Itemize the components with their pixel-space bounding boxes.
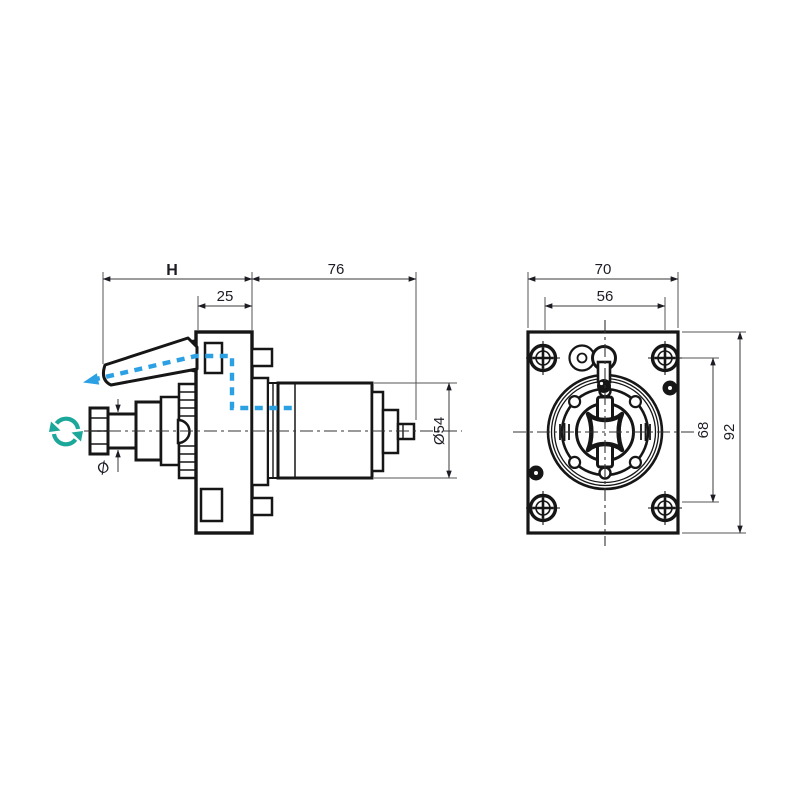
flange-bottom-block <box>199 487 224 523</box>
dim-label-70: 70 <box>595 261 612 278</box>
dim-label-H: H <box>166 262 178 279</box>
dim-label-92: 92 <box>721 424 738 441</box>
flange-stud-top <box>250 347 274 368</box>
dim-label-68: 68 <box>695 422 712 439</box>
clamping-lever <box>102 336 199 387</box>
lever-swing-path <box>83 353 292 411</box>
dim-68: 68 <box>682 357 719 503</box>
dim-92: 92 <box>682 331 746 534</box>
dim-label-bore: Ø <box>94 458 113 479</box>
dim-76: 76 <box>251 261 417 420</box>
dim-label-25: 25 <box>217 288 234 305</box>
dim-70: 70 <box>527 261 679 328</box>
lever-pivot-pin <box>591 345 617 393</box>
front-view: 70 56 68 92 <box>513 261 746 546</box>
dim-54: Ø54 <box>374 382 457 479</box>
relief-notch <box>628 455 643 469</box>
dim-56: 56 <box>544 288 666 330</box>
dim-label-76: 76 <box>328 261 345 278</box>
washer <box>568 344 596 372</box>
dim-label-56: 56 <box>597 288 614 305</box>
locating-pin-bottom-left <box>528 465 544 481</box>
swing-arrowhead <box>83 373 100 385</box>
locating-pin-top-right <box>662 380 678 396</box>
dim-25: 25 <box>197 288 253 330</box>
relief-notch <box>567 395 582 409</box>
rotation-arrow-icon <box>49 416 83 447</box>
flange-stud-bottom <box>250 496 274 517</box>
relief-notch <box>628 395 643 409</box>
dim-label-54: Ø54 <box>431 417 448 445</box>
relief-notch <box>567 455 582 469</box>
side-view: H 25 76 Ø54 Ø <box>49 261 462 535</box>
